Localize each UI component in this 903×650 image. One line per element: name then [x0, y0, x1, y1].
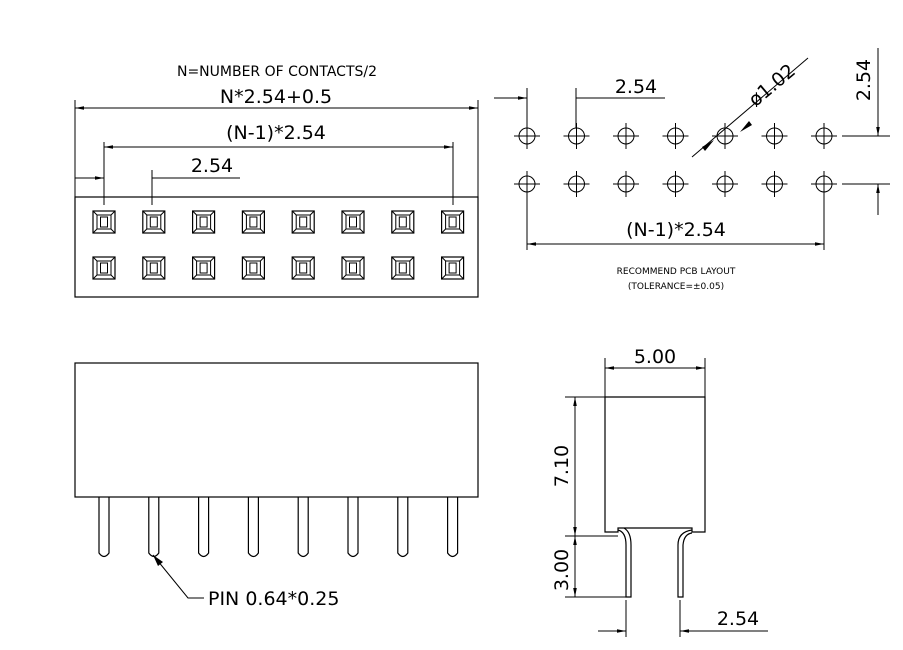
pcb-hole: [613, 123, 639, 149]
contact-cell: [391, 210, 415, 234]
pin: [297, 497, 309, 558]
side-view: 5.00 7.10 3.00 2.54: [551, 346, 768, 637]
side-pin-back: [677, 529, 693, 598]
dim-hole-arrowhead: [702, 140, 714, 151]
pin-label: PIN 0.64*0.25: [208, 588, 339, 610]
dim-side-pitch-label: 2.54: [717, 608, 759, 630]
dim-height-label: 7.10: [551, 445, 573, 487]
dim-hole-leader: [691, 57, 809, 158]
pcb-hole: [811, 123, 837, 149]
housing-outline: [74, 196, 479, 298]
side-body-outline: [604, 396, 706, 533]
pcb-layout: 2.54 ø1.02 2.54 (N-1)*2.54 RECOMMEND PCB…: [494, 48, 890, 292]
contact-cell: [241, 256, 265, 280]
pcb-hole: [712, 171, 738, 197]
dim-pin-label: 3.00: [551, 549, 573, 591]
contact-cell: [391, 256, 415, 280]
front-housing-outline: [74, 362, 479, 498]
contact-cell: [291, 210, 315, 234]
pin: [98, 497, 110, 558]
dim-pitch-x-label: 2.54: [615, 76, 657, 98]
contact-cell: [291, 256, 315, 280]
pcb-hole: [514, 123, 540, 149]
pcb-hole: [514, 171, 540, 197]
pcb-hole: [662, 171, 689, 197]
dim-span-label: (N-1)*2.54: [226, 122, 326, 144]
contact-cell: [192, 256, 216, 280]
dim-hole-label: ø1.02: [744, 60, 799, 112]
contact-cell: [241, 210, 265, 234]
pcb-hole: [761, 123, 788, 149]
contact-cell: [142, 210, 166, 234]
dim-width-label: 5.00: [634, 346, 676, 368]
top-view: N=NUMBER OF CONTACTS/2 N*2.54+0.5 (N-1)*…: [74, 64, 479, 298]
dim-total-label: N*2.54+0.5: [220, 86, 332, 108]
note-number-of-contacts: N=NUMBER OF CONTACTS/2: [177, 64, 377, 80]
pin: [247, 497, 259, 558]
side-pin-front: [617, 527, 632, 598]
pcb-hole: [761, 171, 788, 197]
contact-cell: [92, 256, 116, 280]
dim-pitch-y-label: 2.54: [853, 59, 875, 101]
hole-grid: [514, 121, 837, 197]
pin: [347, 497, 359, 558]
dim-pcb-span-label: (N-1)*2.54: [626, 219, 726, 241]
dim-hole-arrowhead: [740, 121, 752, 132]
pcb-hole: [811, 171, 837, 197]
pcb-layout-tolerance: (TOLERANCE=±0.05): [628, 282, 724, 292]
pin: [198, 497, 210, 558]
pcb-layout-title: RECOMMEND PCB LAYOUT: [617, 267, 736, 277]
pin-leader: [152, 554, 204, 599]
pcb-hole: [712, 123, 738, 149]
pcb-hole: [563, 171, 590, 197]
contact-cell: [341, 256, 365, 280]
contact-cell: [92, 210, 116, 234]
front-view: PIN 0.64*0.25: [74, 362, 479, 610]
contact-cell: [192, 210, 216, 234]
pin-row: [98, 497, 459, 558]
dim-pitch-label: 2.54: [191, 155, 233, 177]
pin-leader-arrowhead: [153, 555, 163, 566]
contact-cell: [441, 256, 465, 280]
contact-grid: [92, 210, 465, 280]
contact-cell: [341, 210, 365, 234]
pin: [397, 497, 409, 558]
pin: [447, 497, 459, 558]
pcb-hole: [563, 123, 590, 149]
contact-cell: [142, 256, 166, 280]
pcb-hole: [613, 171, 639, 197]
contact-cell: [441, 210, 465, 234]
pcb-hole: [662, 123, 689, 149]
pin: [148, 497, 160, 558]
